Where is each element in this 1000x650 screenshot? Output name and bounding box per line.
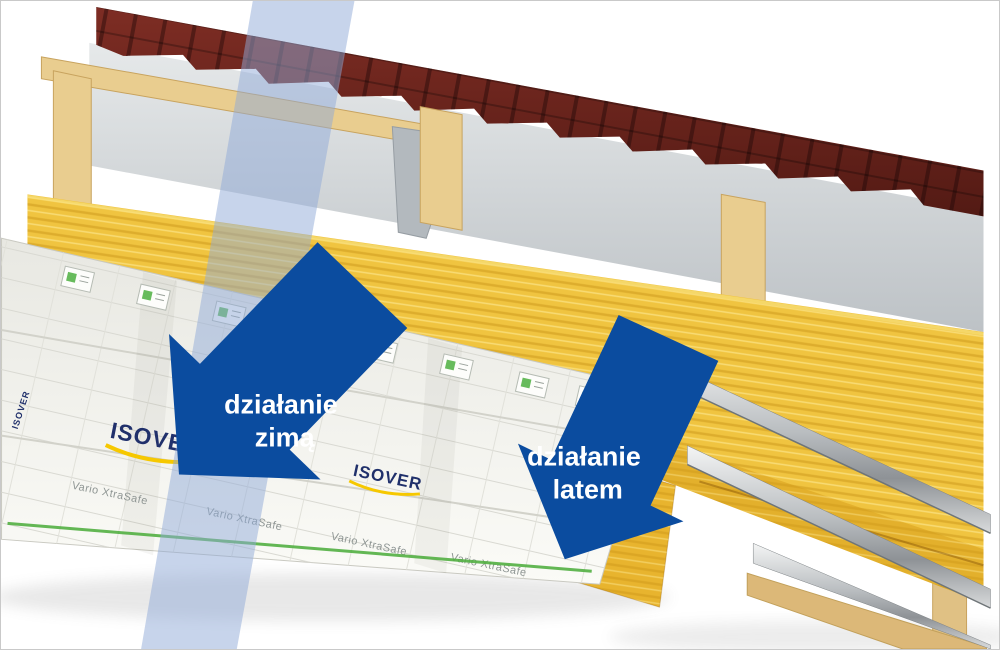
membrane-green-edge	[7, 521, 592, 573]
membrane-seam-2	[1, 434, 620, 529]
membrane-pictogram	[514, 371, 550, 399]
metal-profile-3	[752, 542, 991, 649]
rafter-post-right	[720, 193, 766, 311]
metal-profiles	[639, 349, 991, 649]
summer-arrow-label-line1: działanie	[527, 442, 641, 472]
isover-logo-swoosh	[348, 479, 421, 496]
winter-arrow-label-line2: zimą	[255, 423, 316, 453]
membrane-pictogram	[136, 283, 171, 311]
winter-arrow-label: działanie zimą	[224, 390, 345, 453]
membrane-grid	[1, 238, 658, 585]
rafter-post-middle	[419, 106, 463, 231]
summer-arrow-label-line2: latem	[553, 474, 623, 504]
summer-arrow	[517, 315, 719, 560]
wood-batten-bottom	[746, 572, 987, 649]
membrane-fold-shadow-2	[414, 337, 463, 574]
insulation-top-highlight	[27, 194, 984, 336]
membrane-pictogram	[439, 353, 474, 381]
airflow-arrows: działanie zimą działanie latem	[169, 242, 719, 560]
membrane-fold-shadow-1	[121, 272, 177, 556]
membrane-pictogram	[60, 265, 96, 293]
summer-arrow-label: działanie latem	[527, 442, 648, 505]
winter-arrow-label-line1: działanie	[224, 390, 338, 420]
metal-profile-2-edge	[687, 463, 991, 609]
winter-arrow	[169, 242, 408, 480]
vapor-membrane: ISOVER ISOVER ISOVER Vario XtraSafe Vari…	[1, 237, 659, 585]
